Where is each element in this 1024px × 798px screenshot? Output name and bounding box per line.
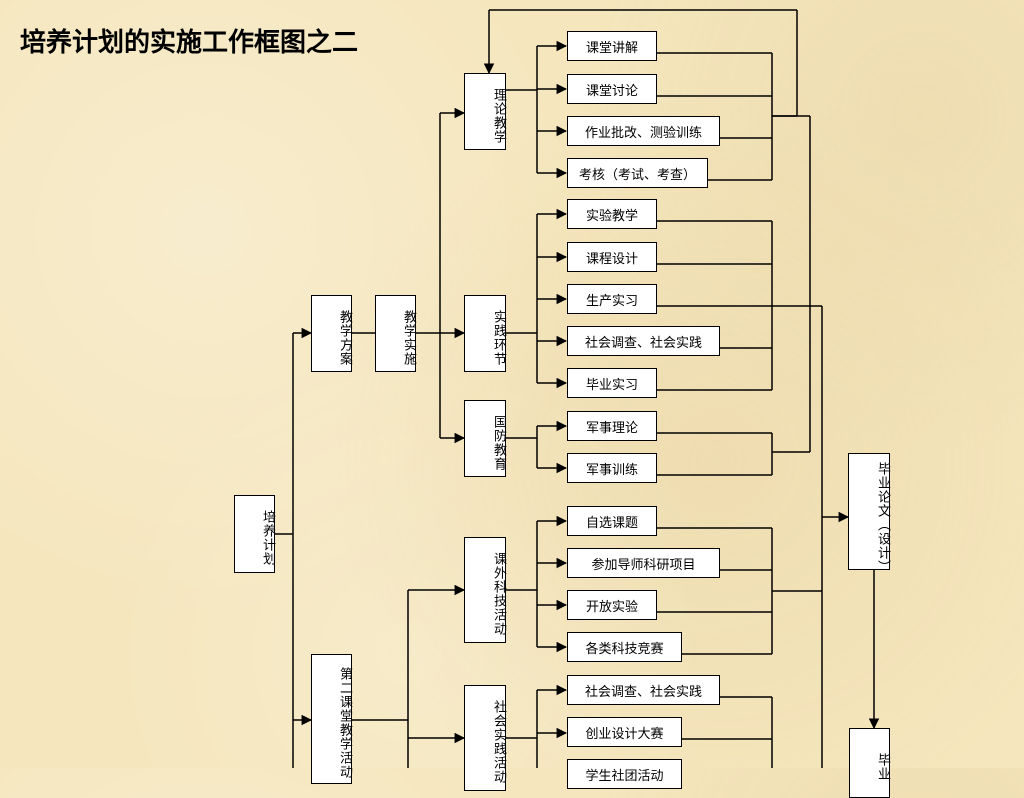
root-training-plan: 培养计划	[234, 495, 275, 573]
extracurricular-item: 各类科技竞赛	[567, 632, 682, 662]
graduation-box: 毕业	[849, 728, 890, 798]
theory-item: 课堂讲解	[567, 31, 657, 61]
practice-item: 社会调查、社会实践	[567, 326, 720, 356]
extracurricular-item: 自选课题	[567, 506, 657, 536]
theory-item: 作业批改、测验训练	[567, 116, 720, 146]
extracurricular-item: 开放实验	[567, 590, 657, 620]
social-practice-box: 社会实践活动	[464, 685, 506, 791]
practice-box: 实践环节	[464, 295, 506, 372]
practice-item: 课程设计	[567, 242, 657, 272]
page-title: 培养计划的实施工作框图之二	[20, 28, 359, 58]
practice-item: 生产实习	[567, 284, 657, 314]
thesis-box: 毕业论文（设计）	[848, 453, 890, 574]
social-practice-item: 创业设计大赛	[567, 717, 682, 747]
practice-item: 实验教学	[567, 199, 657, 229]
teaching-plan-box: 教学方案	[311, 295, 352, 372]
second-classroom-box: 第二课堂教学活动	[311, 654, 352, 784]
defense-item: 军事训练	[567, 453, 657, 483]
social-practice-item: 社会调查、社会实践	[567, 675, 720, 705]
practice-item: 毕业实习	[567, 368, 657, 398]
connector-lines	[275, 9, 880, 768]
defense-item: 军事理论	[567, 411, 657, 441]
teaching-implementation-box: 教学实施	[375, 295, 416, 372]
defense-education-box: 国防教育	[464, 400, 506, 477]
theory-teaching-box: 理论教学	[464, 73, 506, 150]
theory-item: 课堂讨论	[567, 74, 657, 104]
theory-item: 考核（考试、考查）	[567, 158, 708, 188]
social-practice-item: 学生社团活动	[567, 759, 682, 789]
extracurricular-item: 参加导师科研项目	[567, 548, 720, 578]
extracurricular-box: 课外科技活动	[464, 537, 506, 643]
